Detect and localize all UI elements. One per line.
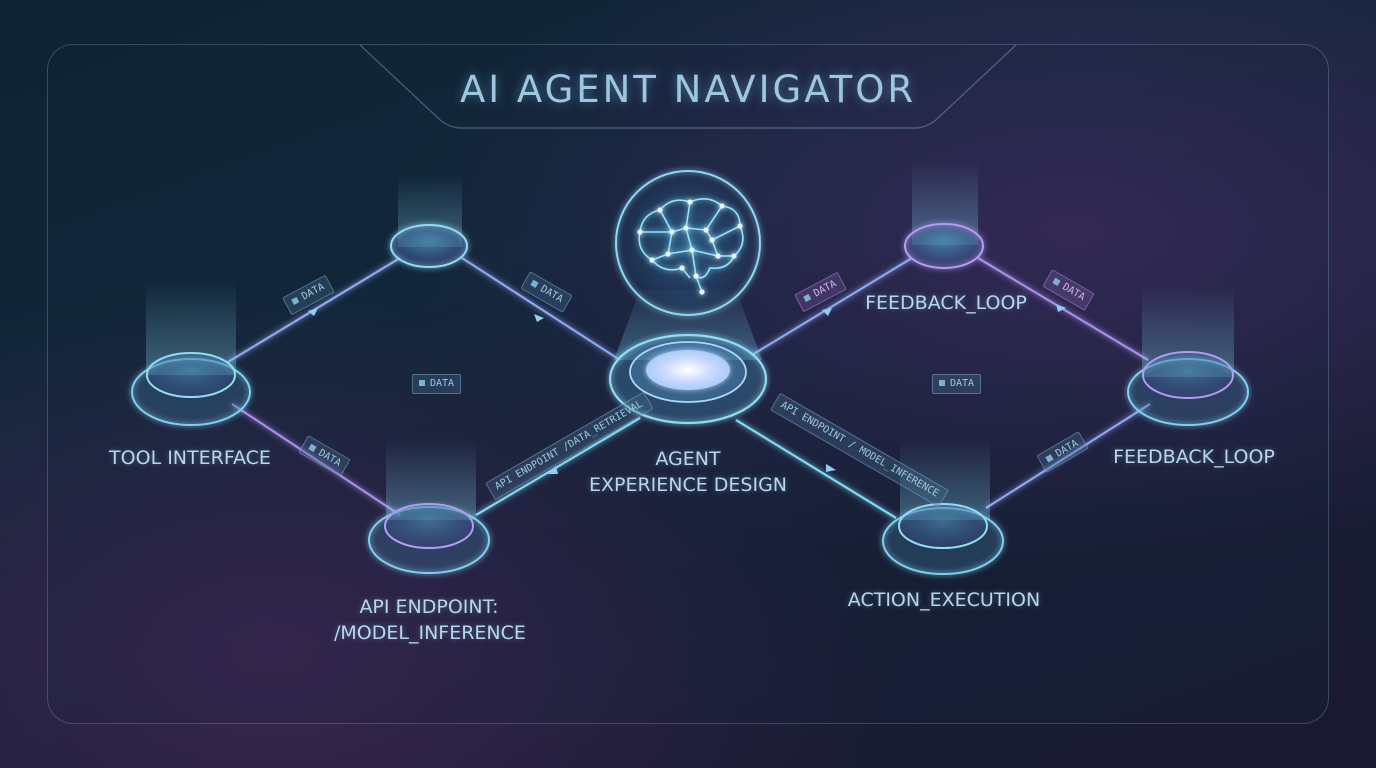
arrowheads [308, 304, 1066, 474]
node-agent-center[interactable] [608, 290, 768, 425]
node-top[interactable] [390, 224, 468, 268]
arrow-3 [822, 308, 832, 316]
label-feedback-loop-top: FEEDBACK_LOOP [865, 292, 1027, 314]
edge-action-feedback-right [985, 403, 1151, 509]
label-api-endpoint-line2: /MODEL_INFERENCE [334, 622, 526, 644]
edge-top-center [461, 257, 621, 361]
arrow-5 [546, 466, 558, 474]
edges [227, 257, 1151, 519]
title-bar-outline [359, 44, 1017, 129]
edge-tag-data-3: DATA [412, 374, 462, 394]
label-action-execution: ACTION_EXECUTION [847, 589, 1041, 611]
node-tool-interface[interactable] [131, 352, 251, 426]
arrow-6 [826, 464, 836, 472]
arrow-1 [308, 308, 318, 316]
node-api-endpoint[interactable] [368, 503, 490, 574]
node-feedback-top[interactable] [904, 223, 984, 269]
edge-api-center [475, 417, 641, 516]
brain-network-icon [614, 169, 762, 317]
label-api-endpoint: API ENDPOINT: /MODEL_INFERENCE [334, 594, 526, 646]
page-title: AI AGENT NAVIGATOR [459, 68, 917, 111]
edge-center-feedback-top [751, 257, 913, 356]
arrow-4 [1056, 304, 1066, 312]
edge-tag-data-7: DATA [932, 374, 982, 394]
node-feedback-right[interactable] [1127, 351, 1249, 426]
label-agent-line1: AGENT [655, 448, 721, 470]
label-agent-experience: AGENT EXPERIENCE DESIGN [588, 446, 788, 498]
label-agent-line2: EXPERIENCE DESIGN [588, 474, 788, 496]
arrow-2 [534, 314, 544, 322]
edge-tool-api [231, 403, 401, 516]
label-api-endpoint-line1: API ENDPOINT: [359, 596, 499, 618]
label-feedback-loop-right: FEEDBACK_LOOP [1113, 446, 1275, 468]
edge-center-action [735, 419, 897, 519]
label-tool-interface: TOOL INTERFACE [109, 447, 271, 469]
node-action-execution[interactable] [882, 503, 1004, 575]
